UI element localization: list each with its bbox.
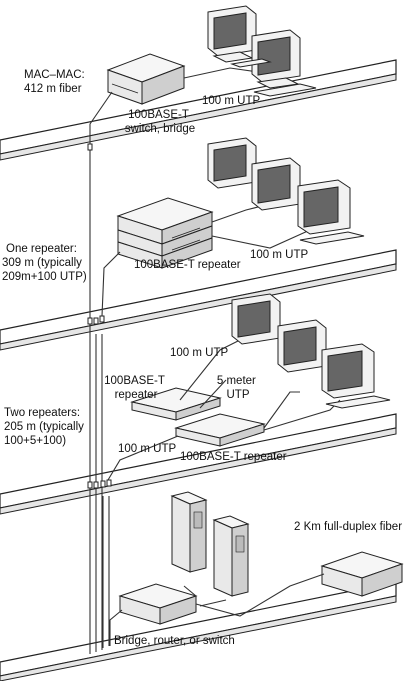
- keyboard-icon: [253, 83, 317, 97]
- repeater-left-device: [130, 387, 222, 421]
- utp-top-label: 100 m UTP: [202, 95, 260, 107]
- keyboard-icon: [325, 395, 391, 409]
- repeater-utp-cable-2: [211, 229, 311, 249]
- tower-server-icon: [212, 515, 250, 597]
- one-repeater-label: One repeater: 309 m (typically 209m+100 …: [2, 243, 87, 283]
- full-duplex-fiber-label: 2 Km full-duplex fiber: [294, 521, 402, 533]
- monitor-icon: [207, 5, 257, 63]
- repeater-left-label: 100BASE-T repeater: [104, 375, 168, 401]
- repeater-right-riser-cable: [107, 435, 179, 481]
- full-duplex-fiber-cable: [195, 573, 325, 617]
- repeater-right-label: 100BASE-T repeater: [180, 451, 287, 463]
- repeater-right-device: [174, 413, 266, 447]
- switch-utp-cable: [183, 67, 259, 79]
- repeater-riser-cable: [101, 251, 121, 317]
- monitor-icon: [231, 293, 281, 345]
- tower-server-icon: [170, 491, 208, 573]
- repeater-stack-label: 100BASE-T repeater: [134, 259, 241, 271]
- repeater-stack-device: [116, 197, 214, 269]
- five-meter-utp-cable: [199, 379, 227, 409]
- utp-third-label: 100 m UTP: [170, 347, 228, 359]
- monitor-icon: [277, 319, 327, 373]
- switch-bridge-device: [106, 53, 186, 105]
- utp-second-label: 100 m UTP: [250, 249, 308, 261]
- bridge-router-device: [118, 583, 198, 625]
- monitor-icon: [251, 157, 301, 211]
- five-meter-utp-label: 5 meter UTP: [217, 375, 259, 401]
- two-repeaters-label: Two repeaters: 205 m (typically 100+5+10…: [4, 407, 87, 447]
- keyboard-icon: [299, 231, 365, 245]
- router-riser-cable: [109, 609, 123, 646]
- monitor-icon: [297, 179, 351, 235]
- repeater-right-utp-cable-1: [263, 391, 300, 429]
- monitor-icon: [207, 137, 257, 189]
- server-cable-2: [199, 599, 227, 607]
- server-cable-1: [183, 585, 197, 597]
- switch-fiber-cable: [89, 91, 113, 144]
- utp-fourth-label: 100 m UTP: [118, 443, 176, 455]
- keyboard-icon: [230, 58, 272, 68]
- floor-3: [0, 413, 397, 515]
- floor-4: [0, 581, 397, 681]
- remote-switch-device: [320, 551, 404, 597]
- mac-mac-label: MAC–MAC: 412 m fiber: [24, 69, 88, 95]
- repeater-left-utp-cable: [179, 339, 241, 401]
- riser-cables: [87, 143, 112, 654]
- switch-bridge-label: 100BASE-T switch, bridge: [125, 109, 195, 135]
- floor-2: [0, 249, 397, 351]
- monitor-icon: [321, 343, 375, 399]
- repeater-utp-cable-1: [211, 205, 263, 223]
- monitor-icon: [251, 29, 301, 89]
- bridge-router-label: Bridge, router, or switch: [114, 635, 235, 647]
